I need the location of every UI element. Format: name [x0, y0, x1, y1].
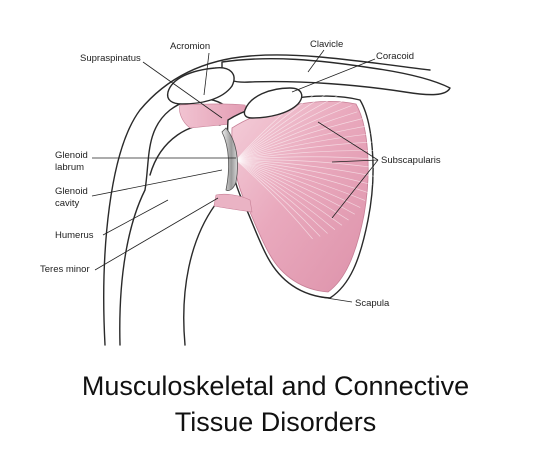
glenoid-cavity: [221, 127, 238, 191]
label-teres-minor: Teres minor: [40, 264, 90, 275]
coracoid-bone: [243, 87, 303, 119]
muscle-fiber-line: [235, 159, 336, 230]
muscle-fiber-line: [235, 87, 325, 161]
shoulder-skin-outline: [103, 54, 431, 346]
label-glenoid-labrum-line2: labrum: [55, 162, 84, 173]
humerus-shaft-outline: [183, 204, 216, 346]
muscle-fiber-line: [235, 159, 343, 226]
clavicle-bone: [221, 57, 451, 96]
muscle-fiber-line: [235, 159, 328, 234]
muscle-fiber-line: [235, 159, 355, 215]
caption-line-1: Musculoskeletal and Connective: [81, 371, 470, 401]
diagram-caption: Musculoskeletal and Connective Tissue Di…: [0, 368, 551, 440]
muscle-fiber-line: [235, 159, 376, 169]
muscle-fiber-line: [235, 159, 366, 201]
label-subscapularis: Subscapularis: [381, 155, 441, 166]
muscle-fiber-line: [235, 111, 358, 161]
humerus-head-curve: [149, 123, 221, 176]
leader-lines: [91, 49, 379, 303]
label-supraspinatus: Supraspinatus: [80, 53, 141, 64]
muscle-fiber-line: [235, 105, 352, 161]
muscle-fiber-line: [235, 133, 371, 161]
muscle-fiber-line: [235, 159, 321, 237]
muscle-fiber-line: [235, 150, 376, 161]
muscle-fiber-line: [235, 125, 368, 161]
muscle-fiber-line: [235, 159, 373, 186]
caption-line-2: Tissue Disorders: [174, 407, 377, 437]
label-glenoid-cavity-line2: cavity: [55, 198, 80, 209]
label-glenoid-cavity-line1: Glenoid: [55, 186, 88, 197]
label-coracoid: Coracoid: [376, 51, 414, 62]
label-acromion: Acromion: [170, 41, 210, 52]
muscle-fiber-line: [235, 159, 370, 194]
label-scapula: Scapula: [355, 298, 390, 309]
muscle-fiber-line: [235, 84, 317, 161]
muscle-fiber-line: [235, 94, 339, 161]
acromion-bone: [166, 67, 235, 105]
muscle-fiber-line: [235, 159, 375, 177]
teres-minor-muscle: [213, 193, 253, 213]
muscle-fiber-line: [235, 90, 332, 161]
muscle-fiber-line: [235, 156, 376, 161]
label-glenoid-labrum-line1: Glenoid: [55, 150, 88, 161]
label-clavicle: Clavicle: [310, 39, 343, 50]
muscle-fiber-line: [235, 118, 363, 161]
muscle-fiber-line: [235, 99, 346, 161]
muscle-fiber-line: [235, 159, 313, 240]
humerus-outline: [119, 98, 231, 346]
subscapularis-fibers: [235, 84, 376, 240]
label-humerus: Humerus: [55, 230, 94, 241]
muscle-fiber-line: [235, 159, 361, 208]
labels: Acromion Supraspinatus Clavicle Coracoid…: [40, 39, 441, 309]
muscle-fiber-line: [235, 141, 374, 161]
